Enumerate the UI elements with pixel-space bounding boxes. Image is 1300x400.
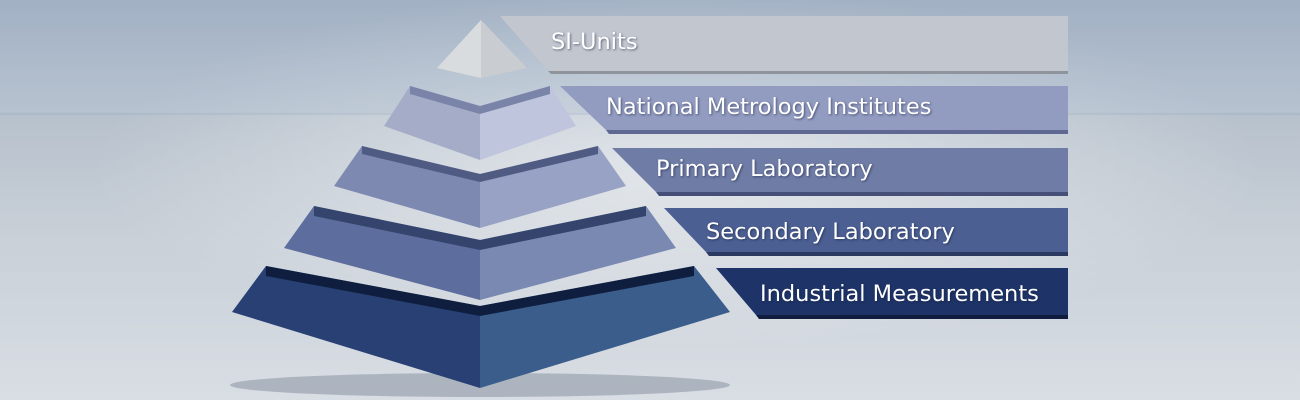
level-band-industrial	[716, 268, 1068, 319]
pyramid-tier-primary	[334, 146, 626, 228]
level-band-si-units	[500, 16, 1068, 74]
level-label-industrial-measurements: Industrial Measurements	[760, 281, 1039, 307]
pyramid-tier-national	[384, 86, 576, 160]
level-label-si-units: SI-Units	[551, 29, 638, 55]
level-band-national	[560, 86, 1068, 134]
pyramid-tip-si-units	[437, 20, 527, 78]
pyramid-tier-industrial	[232, 266, 730, 388]
level-band-secondary	[664, 208, 1068, 256]
pyramid-tier-secondary	[284, 206, 676, 300]
level-band-primary	[612, 148, 1068, 196]
level-label-national-metrology-institutes: National Metrology Institutes	[606, 94, 932, 120]
level-label-secondary-laboratory: Secondary Laboratory	[706, 219, 955, 245]
level-label-primary-laboratory: Primary Laboratory	[656, 156, 873, 182]
